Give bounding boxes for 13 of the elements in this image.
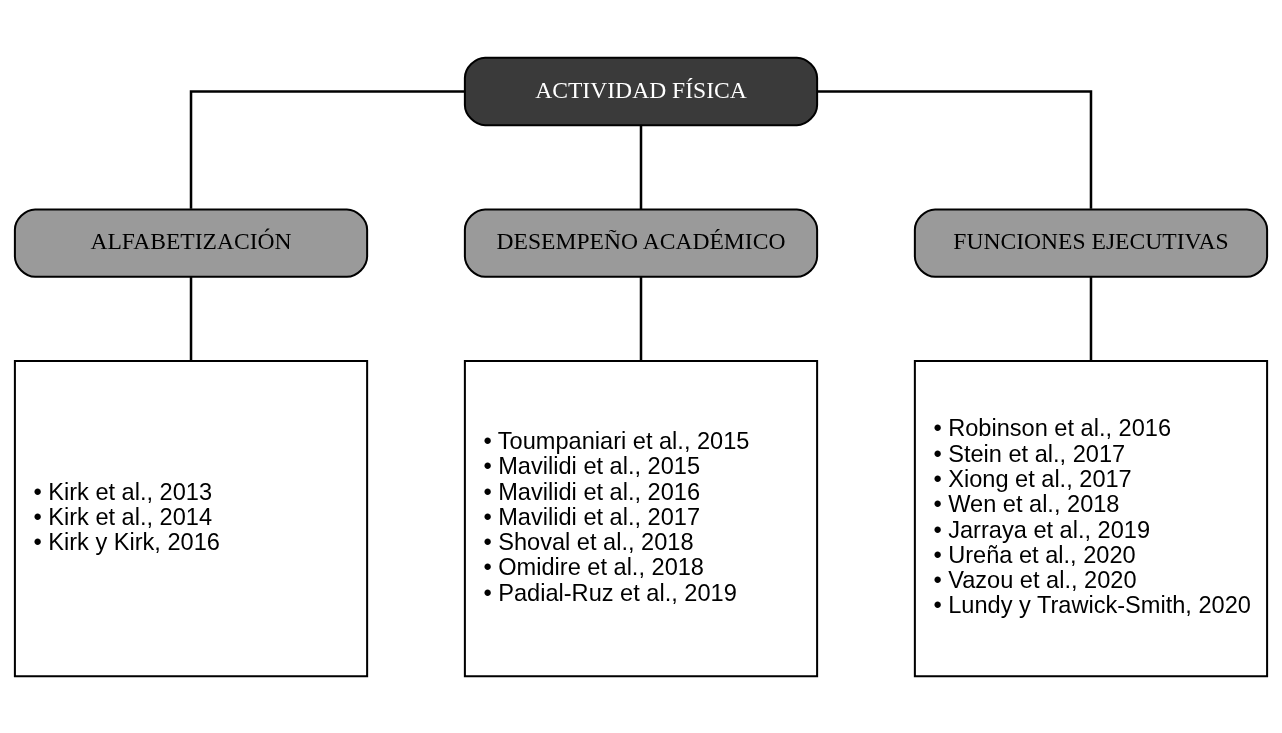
node-box: DESEMPEÑO ACADÉMICO [463, 207, 819, 278]
node-box: FUNCIONES EJECUTIVAS [913, 207, 1269, 278]
node-box: • Robinson et al., 2016 • Stein et al., 2017 • Xiong et al., 2017 • Wen et al., 2018 • Jarraya et al., 2019 • Ureña et al., 2020 • Vazou et al., 2020 • Lundy y Trawick-Smith, 2020 [913, 359, 1269, 677]
node-box: ALFABETIZACIÓN [13, 207, 369, 278]
connector [639, 276, 643, 361]
connector [189, 276, 193, 361]
node-box: • Toumpaniari et al., 2015 • Mavilidi et al., 2015 • Mavilidi et al., 2016 • Mavilidi et al., 2017 • Shoval et al., 2018 • Omidire et al., 2018 • Padial-Ruz et al., 2019 [463, 359, 819, 677]
connector [1089, 276, 1093, 361]
node-box: • Kirk et al., 2013 • Kirk et al., 2014 • Kirk y Kirk, 2016 [13, 359, 369, 677]
connector [817, 89, 1093, 209]
node-box: ACTIVIDAD FÍSICA [463, 56, 819, 126]
connector [189, 89, 465, 209]
connector [639, 125, 643, 209]
